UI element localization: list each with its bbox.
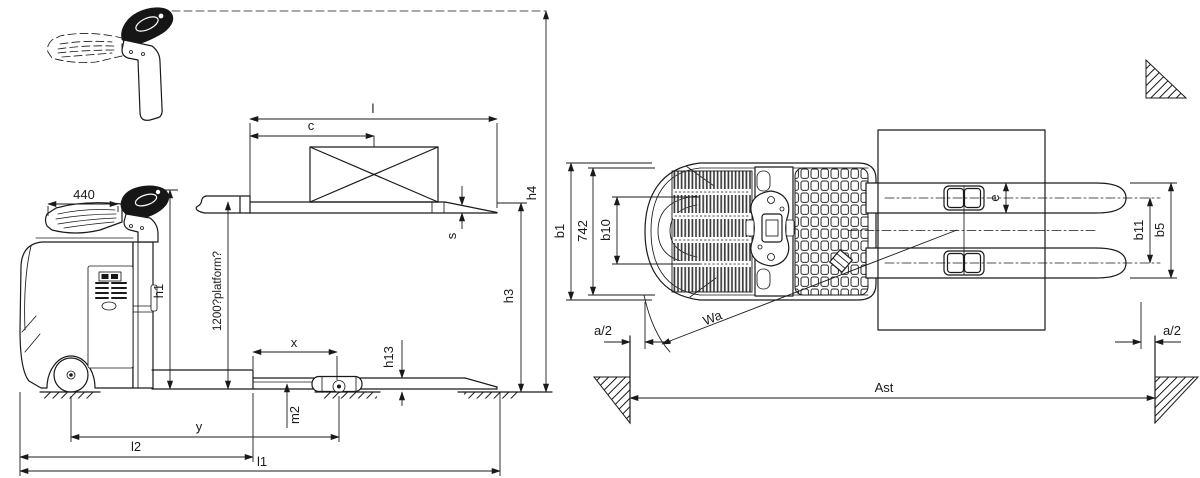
dim-y: y bbox=[70, 396, 340, 442]
dim-e: e bbox=[987, 182, 1010, 214]
wall-left bbox=[592, 376, 631, 425]
label-y: y bbox=[196, 419, 203, 434]
break-symbol bbox=[195, 195, 207, 214]
label-l: l bbox=[372, 101, 375, 116]
label-l2: l2 bbox=[131, 439, 141, 454]
dim-h3: h3 bbox=[497, 202, 527, 393]
tiller-folded bbox=[44, 185, 170, 243]
label-h13: h13 bbox=[381, 346, 396, 368]
truck-body-side bbox=[19, 237, 158, 393]
label-a2-right: a/2 bbox=[1163, 323, 1181, 338]
label-e: e bbox=[987, 194, 1002, 201]
label-platform: 1200?platform? bbox=[212, 251, 224, 331]
turning-arc bbox=[643, 294, 671, 353]
dim-load-center-c: c bbox=[249, 118, 375, 147]
forks-top bbox=[847, 129, 1161, 331]
dim-fork-length-l: l bbox=[249, 101, 498, 208]
label-b1: b1 bbox=[552, 224, 567, 238]
label-l1: l1 bbox=[257, 454, 267, 469]
top-view: b1 742 b10 e b11 b5 bbox=[552, 58, 1200, 425]
tiller-head-top bbox=[745, 190, 795, 267]
dim-wa: Wa bbox=[643, 229, 958, 353]
label-b5: b5 bbox=[1152, 223, 1167, 237]
dim-fork-thickness-s: s bbox=[444, 186, 466, 239]
dim-b10: b10 bbox=[598, 196, 700, 265]
dim-ast: Ast bbox=[629, 380, 1156, 402]
fork-lowered bbox=[151, 369, 498, 393]
dim-b5: b5 bbox=[1130, 182, 1177, 279]
dim-h13: h13 bbox=[381, 340, 414, 406]
label-s: s bbox=[444, 232, 459, 239]
label-h1: h1 bbox=[151, 284, 166, 298]
pallet-outline bbox=[877, 129, 1046, 331]
dim-b11: b11 bbox=[1131, 197, 1154, 264]
mast-column bbox=[132, 241, 154, 389]
label-742: 742 bbox=[575, 220, 590, 242]
tiller-bracket-detail bbox=[121, 39, 163, 121]
dim-x: x bbox=[252, 335, 338, 380]
dim-a2-left: a/2 bbox=[594, 302, 671, 349]
label-h3: h3 bbox=[501, 289, 516, 303]
battery-door bbox=[87, 265, 134, 369]
tiller-detail-view bbox=[47, 7, 547, 121]
dim-m2: m2 bbox=[283, 383, 302, 428]
dim-a2-right: a/2 bbox=[1115, 302, 1181, 349]
fork-raised bbox=[195, 146, 498, 214]
dim-l1: l1 bbox=[19, 392, 501, 476]
label-440: 440 bbox=[73, 187, 95, 202]
dim-b1: b1 bbox=[552, 162, 652, 301]
label-a2-left: a/2 bbox=[594, 323, 612, 338]
tiller-head-detail bbox=[121, 7, 174, 46]
dim-platform-1200: 1200?platform? bbox=[212, 201, 232, 390]
label-x: x bbox=[291, 335, 298, 350]
aisle-walls bbox=[592, 58, 1200, 425]
dim-l2: l2 bbox=[19, 392, 254, 476]
label-c: c bbox=[308, 118, 315, 133]
label-h4: h4 bbox=[524, 186, 539, 200]
dim-tiller-440: 440 bbox=[47, 187, 119, 216]
label-m2: m2 bbox=[287, 406, 302, 424]
label-wa: Wa bbox=[701, 307, 725, 328]
operator-platform-grid bbox=[794, 167, 869, 296]
label-ast: Ast bbox=[875, 380, 894, 395]
dim-h4: h4 bbox=[524, 10, 550, 393]
dim-742: 742 bbox=[575, 167, 655, 296]
tiller-head-folded bbox=[120, 185, 170, 219]
wall-right bbox=[1154, 376, 1200, 425]
dim-h1: h1 bbox=[151, 189, 178, 390]
platform-component bbox=[829, 249, 853, 273]
vent-grille bbox=[95, 282, 127, 299]
label-b11: b11 bbox=[1131, 220, 1146, 241]
label-b10: b10 bbox=[598, 219, 613, 241]
ground bbox=[39, 391, 553, 399]
wall-corner-top-right bbox=[1145, 58, 1188, 99]
side-view: 440 l c s h4 h3 bbox=[19, 7, 553, 476]
